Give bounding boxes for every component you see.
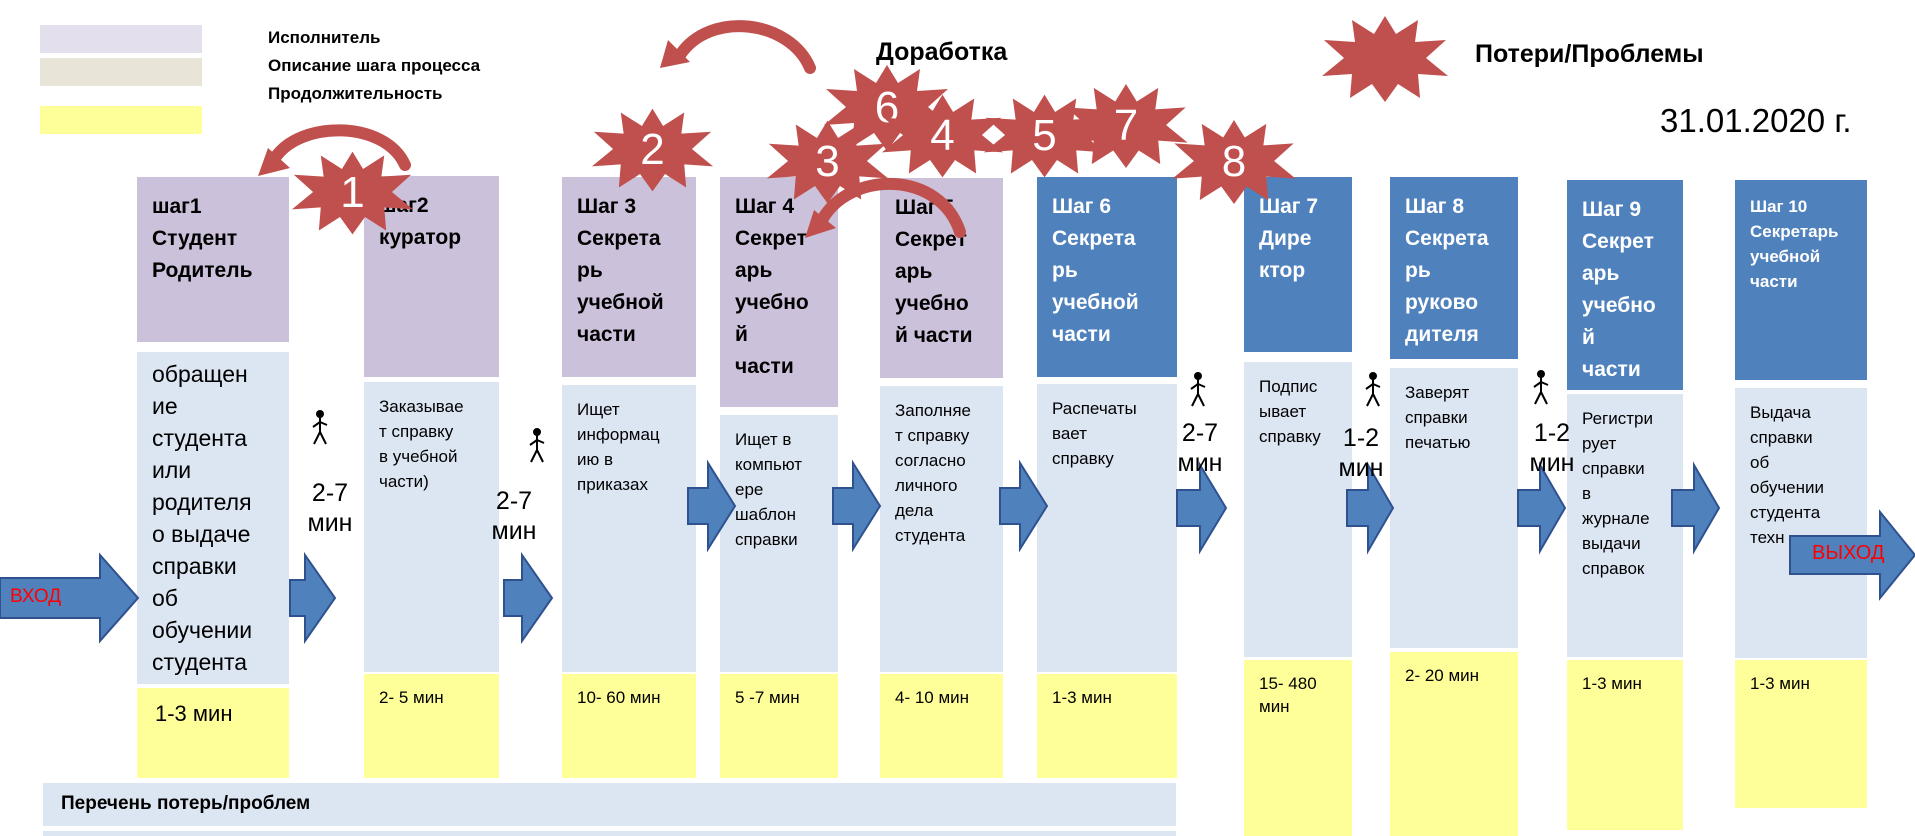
step-8-duration: 2- 20 мин xyxy=(1390,652,1518,836)
loss-star-8: 8 xyxy=(1170,118,1298,206)
step-8-description: Заверят справки печатью xyxy=(1390,368,1518,648)
step-4-duration: 5 -7 мин xyxy=(720,674,838,778)
transition-time-4: 1-2 мин xyxy=(1338,424,1384,482)
step-6-header: Шаг 6 Секрета рь учебной части xyxy=(1037,177,1177,377)
loss-star-5: 5 xyxy=(982,92,1107,180)
rework-arrowhead-step1 xyxy=(258,148,290,176)
entry-arrow xyxy=(0,552,140,644)
step-5-duration: 4- 10 мин xyxy=(880,674,1003,778)
step-9-duration: 1-3 мин xyxy=(1567,660,1683,830)
step-10-description: Выдача справки об обучении студента техн xyxy=(1735,388,1867,658)
rework-arrowhead-legend xyxy=(660,40,690,68)
step-9-description: Регистри рует справки в журнале выдачи с… xyxy=(1567,394,1683,657)
loss-star-2: 2 xyxy=(590,105,715,195)
step-7-description: Подпис ывает справку xyxy=(1244,362,1352,657)
flow-arrow-7 xyxy=(1346,461,1395,555)
flow-arrow-4 xyxy=(832,459,882,553)
step-1-header: шаг1 Студент Родитель xyxy=(137,177,289,342)
losses-list-title: Перечень потерь/проблем xyxy=(61,793,311,814)
legend-executor-swatch xyxy=(40,25,202,53)
loss-star-legend xyxy=(1320,14,1450,104)
step-10-duration: 1-3 мин xyxy=(1735,660,1867,808)
loss-star-1: 1 xyxy=(290,148,415,238)
rework-arrow-legend xyxy=(674,20,816,74)
legend-executor-label: Исполнитель xyxy=(268,28,381,47)
rework-arrow-step4 xyxy=(816,177,966,238)
losses-list-header: Перечень потерь/проблем xyxy=(43,783,1176,826)
step-2-description: Заказывае т справку в учебной части) xyxy=(364,382,499,672)
step-6-description: Распечаты вает справку xyxy=(1037,384,1177,672)
transition-time-1: 2-7 мин xyxy=(307,479,353,537)
entry-label: ВХОД xyxy=(10,586,62,607)
step-8-header: Шаг 8 Секрета рь рукoво дителя xyxy=(1390,177,1518,359)
step-6-duration: 1-3 мин xyxy=(1037,674,1177,778)
flow-arrow-2 xyxy=(503,551,554,645)
legend-duration-swatch xyxy=(40,106,202,134)
exit-arrow xyxy=(1789,509,1915,601)
loss-star-3: 3 xyxy=(765,118,890,206)
flow-arrow-9 xyxy=(1671,461,1721,555)
step-9-header: Шаг 9 Секрет арь учебно й части xyxy=(1567,180,1683,390)
transition-time-5: 1-2 мин xyxy=(1529,419,1575,477)
step-7-header: Шаг 7 Дире ктор xyxy=(1244,177,1352,352)
date-label: 31.01.2020 г. xyxy=(1660,102,1852,139)
legend-duration-label: Продолжительность xyxy=(268,84,443,103)
flow-arrow-1 xyxy=(289,551,337,645)
exit-label: ВЫХОД xyxy=(1812,542,1885,564)
walking-person-icon xyxy=(1365,372,1381,407)
walking-person-icon xyxy=(1190,372,1206,407)
loss-star-7: 7 xyxy=(1062,82,1190,170)
step-2-duration: 2- 5 мин xyxy=(364,674,499,778)
legend-description-swatch xyxy=(40,58,202,86)
loss-star-4: 4 xyxy=(880,92,1005,180)
step-4-description: Ищет в компьют ере шаблон справки xyxy=(720,415,838,672)
step-4-header: Шаг 4 Секрет арь учебно й части xyxy=(720,177,838,407)
step-3-description: Ищет информац ию в приказах xyxy=(562,385,696,672)
transition-time-3: 2-7 мин xyxy=(1177,419,1223,477)
legend-description-label: Описание шага процесса xyxy=(268,56,481,75)
rework-arrow-step1 xyxy=(269,124,411,171)
walking-person-icon xyxy=(312,410,328,445)
flow-arrow-6 xyxy=(1176,461,1228,555)
step-1-description: обращен ие студента или родителя о выдач… xyxy=(137,352,289,684)
step-2-header: шаг2 куратор xyxy=(364,176,499,377)
transition-time-2: 2-7 мин xyxy=(491,487,537,545)
flow-arrow-5 xyxy=(999,459,1049,553)
step-5-description: Заполняе т справку согласно личного дела… xyxy=(880,386,1003,672)
step-3-header: Шаг 3 Секрета рь учебной части xyxy=(562,177,696,377)
step-3-duration: 10- 60 мин xyxy=(562,674,696,778)
flow-arrow-8 xyxy=(1517,461,1567,555)
step-7-duration: 15- 480 мин xyxy=(1244,660,1352,836)
rework-label: Доработка xyxy=(876,38,1008,66)
step-10-header: Шаг 10 Секретарь учебной части xyxy=(1735,180,1867,380)
step-1-duration: 1-3 мин xyxy=(137,688,289,778)
losses-legend-label: Потери/Проблемы xyxy=(1475,40,1704,68)
walking-person-icon xyxy=(529,428,545,463)
losses-list-row xyxy=(43,830,1176,836)
flow-arrow-3 xyxy=(687,459,737,553)
rework-arrowhead-step4 xyxy=(805,210,836,238)
walking-person-icon xyxy=(1533,370,1549,405)
